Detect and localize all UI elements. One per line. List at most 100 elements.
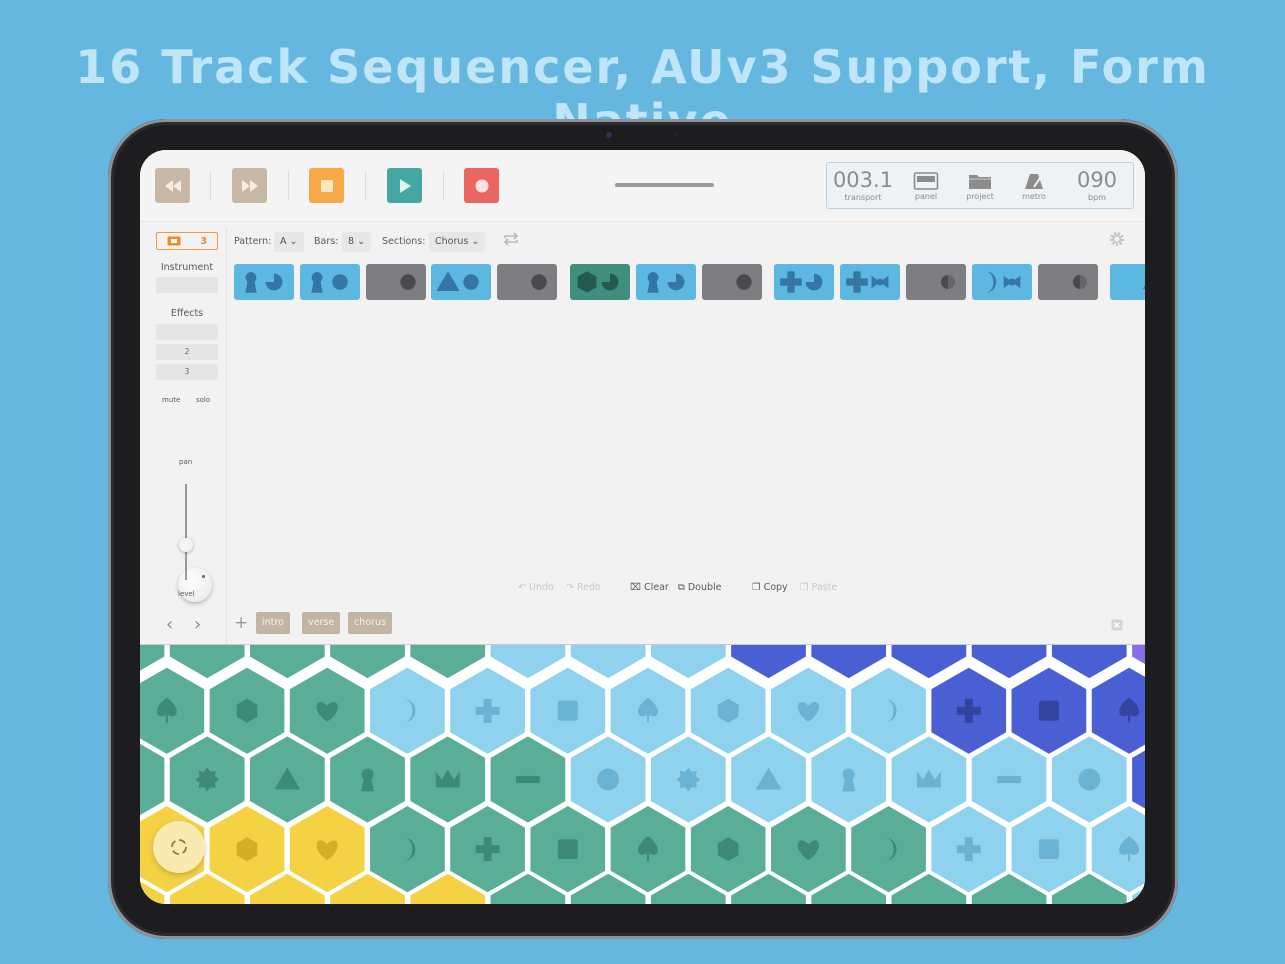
- hex-pad[interactable]: [166, 732, 248, 827]
- hex-pad[interactable]: [286, 664, 368, 758]
- pattern-clip[interactable]: [300, 264, 360, 300]
- pattern-clip[interactable]: [366, 264, 426, 300]
- sections-select[interactable]: Chorus ⌄: [429, 232, 486, 252]
- hex-pad[interactable]: [327, 870, 408, 904]
- settings-button[interactable]: [1109, 231, 1125, 251]
- level-fader-track[interactable]: [185, 484, 187, 580]
- hex-pad[interactable]: [808, 644, 890, 682]
- redo-button[interactable]: ↷ Redo: [566, 582, 601, 593]
- hex-pad[interactable]: [567, 732, 649, 827]
- hex-pad[interactable]: [166, 870, 248, 904]
- hex-pad[interactable]: [928, 664, 1010, 758]
- hex-pad[interactable]: [968, 732, 1050, 827]
- hex-pad[interactable]: [728, 870, 809, 904]
- pattern-clip[interactable]: [840, 264, 900, 300]
- hex-pad[interactable]: [728, 644, 809, 682]
- clear-button[interactable]: ⌧ Clear: [630, 582, 669, 593]
- hex-pad[interactable]: [1048, 732, 1130, 827]
- hex-pad[interactable]: [607, 664, 689, 758]
- stop-button[interactable]: [309, 168, 344, 203]
- chevron-right-icon[interactable]: ›: [194, 614, 202, 635]
- pan-knob[interactable]: [178, 568, 212, 602]
- hex-pad[interactable]: [407, 644, 489, 682]
- hex-pad[interactable]: [140, 644, 168, 680]
- metronome-button[interactable]: metro: [1007, 163, 1061, 208]
- hex-pad[interactable]: [487, 870, 569, 904]
- pattern-clip[interactable]: [570, 264, 630, 300]
- pattern-clip[interactable]: [497, 264, 557, 300]
- double-button[interactable]: ⧉ Double: [678, 582, 722, 593]
- hex-pad[interactable]: [367, 664, 448, 758]
- hex-pad[interactable]: [888, 870, 970, 904]
- hex-pad[interactable]: [567, 644, 649, 682]
- hex-pad[interactable]: [407, 870, 489, 904]
- hex-pad[interactable]: [808, 870, 890, 904]
- hex-pad[interactable]: [1048, 644, 1130, 682]
- fast-forward-button[interactable]: [232, 168, 267, 203]
- transport-position[interactable]: 003.1 transport: [827, 163, 899, 208]
- hex-pad[interactable]: [728, 732, 809, 827]
- hex-pad[interactable]: [327, 732, 408, 827]
- hex-pad[interactable]: [407, 732, 489, 827]
- rewind-button[interactable]: [155, 168, 190, 203]
- pattern-clip[interactable]: [234, 264, 294, 300]
- hex-pad[interactable]: [166, 644, 248, 682]
- tempo-display[interactable]: 090 bpm: [1061, 163, 1133, 208]
- bars-select[interactable]: 8 ⌄: [342, 232, 372, 252]
- pattern-clip[interactable]: [636, 264, 696, 300]
- pattern-clip[interactable]: [972, 264, 1032, 300]
- hex-pad[interactable]: [647, 644, 729, 682]
- solo-toggle[interactable]: solo: [196, 396, 211, 404]
- pattern-clip[interactable]: [1038, 264, 1098, 300]
- hex-pad[interactable]: [687, 802, 769, 896]
- hex-pad[interactable]: [247, 732, 328, 827]
- hex-pad[interactable]: [447, 664, 528, 758]
- hex-pad[interactable]: [487, 732, 569, 827]
- panel-button[interactable]: panel: [899, 163, 953, 208]
- paste-button[interactable]: ❐ Paste: [800, 582, 837, 593]
- pattern-clip[interactable]: [431, 264, 491, 300]
- hex-pad[interactable]: [1008, 664, 1090, 758]
- hex-pad[interactable]: [247, 870, 328, 904]
- close-sections-button[interactable]: [1111, 616, 1123, 635]
- pattern-clip[interactable]: [1110, 264, 1145, 300]
- hex-pad[interactable]: [647, 870, 729, 904]
- hex-pad[interactable]: [286, 802, 368, 896]
- project-button[interactable]: project: [953, 163, 1007, 208]
- hex-pad[interactable]: [647, 732, 729, 827]
- hex-pad[interactable]: [1048, 870, 1130, 904]
- hex-pad[interactable]: [206, 664, 288, 758]
- hex-pad[interactable]: [140, 735, 168, 825]
- effect-slot-3[interactable]: 3: [156, 364, 218, 380]
- hex-pad[interactable]: [848, 664, 929, 758]
- play-button[interactable]: [387, 168, 422, 203]
- section-verse[interactable]: verse: [302, 612, 341, 634]
- loop-button[interactable]: [502, 231, 520, 251]
- section-chorus[interactable]: chorus: [348, 612, 392, 634]
- record-button[interactable]: [464, 168, 499, 203]
- hex-pad[interactable]: [206, 802, 288, 896]
- hex-pad[interactable]: [527, 664, 609, 758]
- hex-pad[interactable]: [968, 870, 1050, 904]
- hex-pad[interactable]: [247, 644, 328, 682]
- hex-pad[interactable]: [140, 664, 208, 758]
- hex-pad[interactable]: [1129, 644, 1145, 680]
- hex-pad[interactable]: [768, 664, 849, 758]
- section-intro[interactable]: intro: [256, 612, 290, 634]
- hex-pad[interactable]: [888, 732, 970, 827]
- copy-button[interactable]: ❐ Copy: [752, 582, 788, 593]
- hex-pad[interactable]: [140, 872, 168, 904]
- drag-handle[interactable]: [615, 183, 714, 187]
- track-selector[interactable]: 3: [156, 232, 218, 250]
- hex-pad[interactable]: [808, 732, 890, 827]
- hex-pad[interactable]: [1129, 872, 1145, 904]
- hex-pad[interactable]: [1088, 664, 1145, 758]
- hex-pad[interactable]: [968, 644, 1050, 682]
- pattern-select[interactable]: A ⌄: [274, 232, 304, 252]
- effect-slot-1[interactable]: [156, 324, 218, 340]
- mute-toggle[interactable]: mute: [162, 396, 181, 404]
- hex-pad[interactable]: [768, 802, 849, 896]
- hex-pad[interactable]: [327, 644, 408, 682]
- hex-pad[interactable]: [888, 644, 970, 682]
- add-section-icon[interactable]: +: [234, 613, 249, 633]
